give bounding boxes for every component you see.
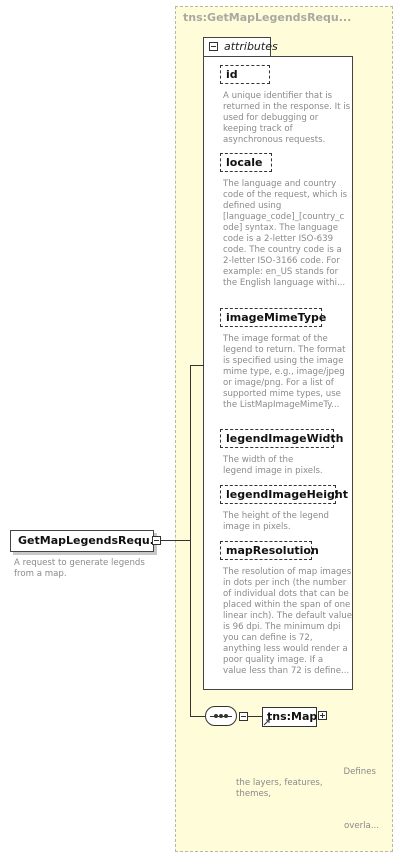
sequence-connector-line xyxy=(190,716,205,717)
attribute-name: imageMimeType xyxy=(226,311,327,324)
attribute-legendimageheight-description: The height of the legend image in pixels… xyxy=(223,511,330,532)
map-element-description: Defines the layers, features, themes, xyxy=(236,767,376,799)
sequence-dot-icon xyxy=(219,714,223,718)
attribute-imagemimetype-description: The image format of the legend to return… xyxy=(223,334,346,410)
attribute-legendimageheight[interactable]: legendImageHeight xyxy=(220,485,348,504)
root-element-name: GetMapLegendsRequ... xyxy=(18,534,163,547)
collapse-root-icon[interactable] xyxy=(152,536,161,545)
attribute-name: locale xyxy=(226,156,263,169)
sequence-dot-icon xyxy=(224,714,228,718)
attributes-label: attributes xyxy=(224,40,278,53)
attribute-legendimagewidth[interactable]: legendImageWidth xyxy=(220,429,343,448)
attribute-id-description: A unique identifier that is returned in … xyxy=(223,91,351,145)
attribute-id[interactable]: id xyxy=(220,65,270,84)
root-element-box[interactable]: GetMapLegendsRequ... xyxy=(10,530,162,552)
reference-arrow-icon xyxy=(263,719,270,726)
map-element-box[interactable]: tns:Map xyxy=(262,707,317,727)
map-element-name: tns:Map xyxy=(267,710,318,723)
attribute-locale[interactable]: locale xyxy=(220,153,272,172)
root-connector-line xyxy=(161,540,191,541)
collapse-sequence-icon[interactable] xyxy=(239,712,248,721)
vertical-connector-line xyxy=(190,365,191,717)
attributes-tab[interactable] xyxy=(203,37,271,56)
complex-type-title: tns:GetMapLegendsRequ... xyxy=(183,11,352,24)
attribute-imagemimetype[interactable]: imageMimeType xyxy=(220,308,326,327)
sequence-compositor[interactable] xyxy=(205,706,237,726)
attribute-name: legendImageWidth xyxy=(226,432,344,445)
attributes-connector-line xyxy=(190,365,204,366)
sequence-dot-icon xyxy=(214,714,218,718)
collapse-attributes-icon[interactable] xyxy=(209,42,218,51)
attribute-name: legendImageHeight xyxy=(226,488,348,501)
attribute-mapresolution-description: The resolution of map images in dots per… xyxy=(223,567,353,676)
root-element-description: A request to generate legends from a map… xyxy=(14,558,145,579)
attribute-name: mapResolution xyxy=(226,544,319,557)
attribute-name: id xyxy=(226,68,238,81)
attribute-mapresolution[interactable]: mapResolution xyxy=(220,541,319,560)
attribute-locale-description: The language and country code of the req… xyxy=(223,179,348,288)
map-element-overflow: overla... xyxy=(344,821,380,831)
element-connector-line xyxy=(248,716,262,717)
expand-map-icon[interactable] xyxy=(318,711,327,720)
attribute-legendimagewidth-description: The width of the legend image in pixels. xyxy=(223,455,323,476)
